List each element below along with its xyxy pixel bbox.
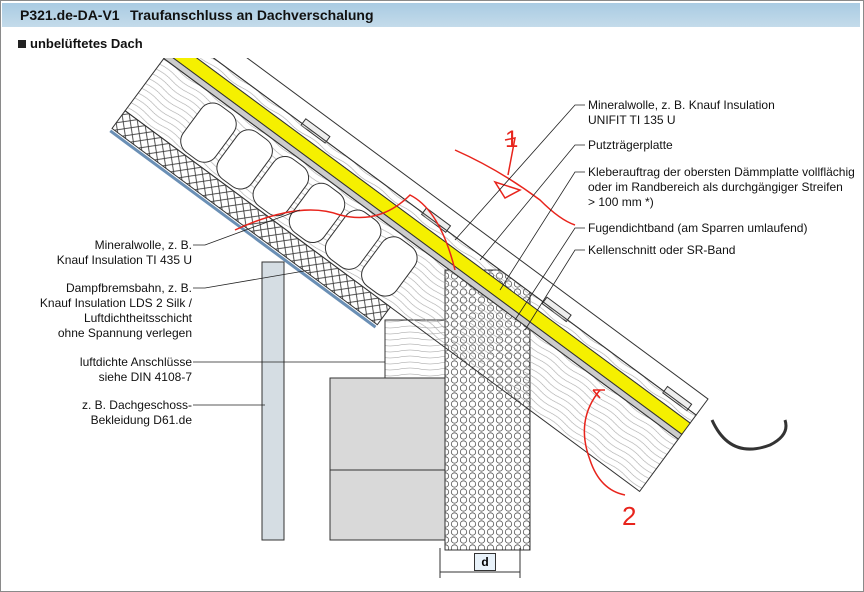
title-bar: P321.de-DA-V1 Traufanschluss an Dachvers… <box>2 3 860 27</box>
annotation-1: 1 <box>505 126 519 153</box>
dimension-label: d <box>474 553 496 571</box>
label-putztraegerplatte: Putzträgerplatte <box>588 138 673 152</box>
subtitle: unbelüftetes Dach <box>18 36 143 51</box>
drawing-code: P321.de-DA-V1 <box>20 7 120 23</box>
red-annotations <box>234 137 626 496</box>
leader-lines <box>193 104 585 406</box>
label-kleberauftrag: Kleberauftrag der obersten Dämmplatte vo… <box>588 165 855 209</box>
label-dampfbremsbahn: Dampfbremsbahn, z. B.Knauf Insulation LD… <box>39 281 192 340</box>
drawing-title: Traufanschluss an Dachverschalung <box>130 7 374 23</box>
wall-plate <box>329 377 446 541</box>
label-mineral-wool-ti435: Mineralwolle, z. B.Knauf Insulation TI 4… <box>56 238 192 267</box>
bullet-square-icon <box>18 40 26 48</box>
label-fugendichtband: Fugendichtband (am Sparren umlaufend) <box>588 221 808 235</box>
roof-build-up <box>109 58 709 493</box>
interior-cladding <box>261 261 285 541</box>
label-dachgeschoss-bekleidung: z. B. Dachgeschoss-Bekleidung D61.de <box>81 398 192 427</box>
label-kellenschnitt: Kellenschnitt oder SR-Band <box>588 243 736 257</box>
subtitle-text: unbelüftetes Dach <box>30 36 143 51</box>
annotation-2: 2 <box>622 501 636 531</box>
